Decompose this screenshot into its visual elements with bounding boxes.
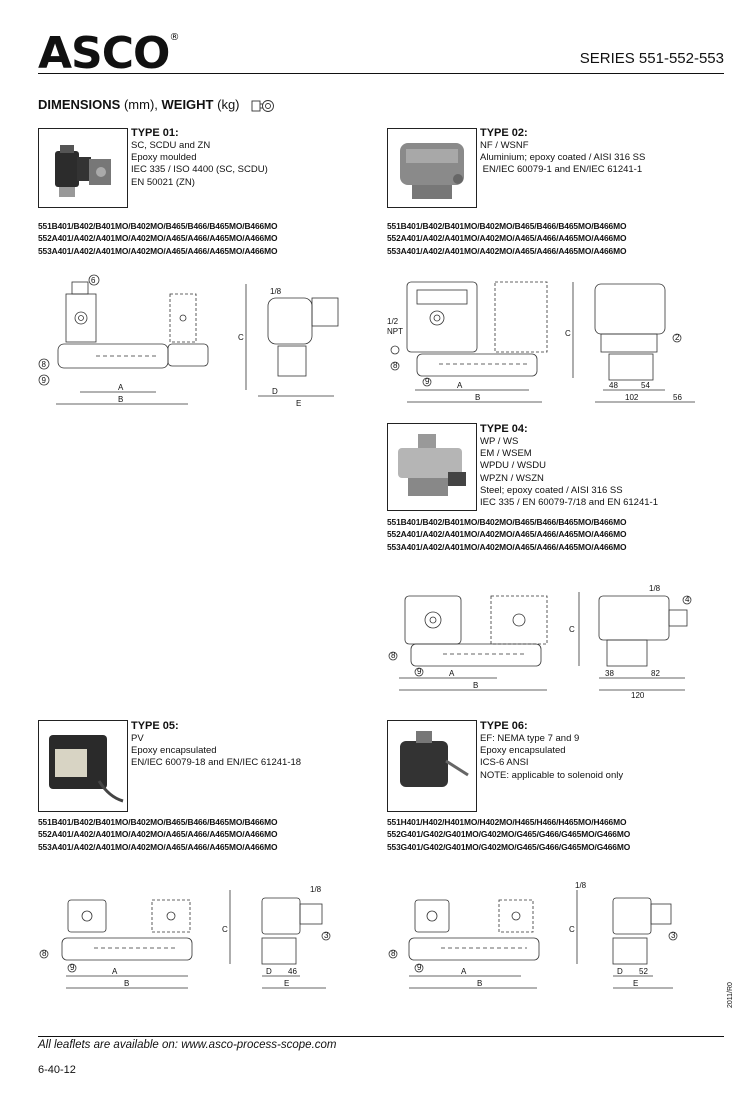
- footer-leaflets-link[interactable]: All leaflets are available on: www.asco-…: [38, 1039, 337, 1051]
- callout-9: 9: [425, 377, 430, 386]
- type-05-codes: 551B401/B402/B401MO/B402MO/B465/B466/B46…: [38, 817, 278, 852]
- dim-c: C: [222, 925, 228, 934]
- type-04-front-drawing: C 1/8 38 82 120 4: [569, 584, 692, 700]
- dim-b: B: [124, 979, 129, 988]
- callout-3: 3: [324, 931, 329, 940]
- type-06-codes: 551H401/H402/H401MO/H402MO/H465/H466/H46…: [387, 817, 631, 852]
- port-label: 1/8: [649, 584, 661, 593]
- dim-c: C: [569, 625, 575, 634]
- type-01-codes: 551B401/B402/B401MO/B402MO/B465/B466/B46…: [38, 221, 278, 256]
- solenoid-valve-image: [55, 145, 111, 197]
- callout-8: 8: [42, 949, 47, 958]
- dim-a: A: [461, 967, 467, 976]
- dim-d: D: [617, 967, 623, 976]
- type-05-front-drawing: C 1/8 D 46 E 3: [222, 885, 331, 989]
- dim-56: 56: [673, 393, 682, 402]
- section-title: DIMENSIONS (mm), WEIGHT (kg): [38, 97, 275, 113]
- type-04-text: TYPE 04: WP / WS EM / WSEM WPDU / WSDU W…: [480, 423, 725, 509]
- type-04-photo: [387, 423, 477, 511]
- type-01-title: TYPE 01:: [131, 127, 179, 139]
- type-01-side-drawing: A B 6 8 9: [38, 274, 209, 405]
- explosion-proof-valve-image: [400, 143, 464, 199]
- type-02-title: TYPE 02:: [480, 127, 528, 139]
- dim-b: B: [118, 395, 123, 404]
- dim-d: D: [266, 967, 272, 976]
- revision-code: 2011/R0: [727, 982, 734, 1008]
- dim-a: A: [449, 669, 455, 678]
- dim-82: 82: [651, 669, 660, 678]
- callout-6: 6: [91, 276, 96, 285]
- callout-8: 8: [393, 361, 398, 370]
- dim-38: 38: [605, 669, 614, 678]
- type-05-title: TYPE 05:: [131, 720, 179, 732]
- page-number: 6-40-12: [38, 1064, 76, 1076]
- series-title: SERIES 551-552-553: [579, 50, 724, 67]
- type-06-text: TYPE 06: EF: NEMA type 7 and 9 Epoxy enc…: [480, 720, 720, 782]
- type-04-codes: 551B401/B402/B401MO/B402MO/B465/B466/B46…: [387, 517, 627, 552]
- type-01-photo: [38, 128, 128, 208]
- dim-e: E: [296, 399, 301, 408]
- type-06-photo: [387, 720, 477, 812]
- dimension-icon: [251, 99, 275, 112]
- type-01-front-drawing: C D E 1/8: [238, 284, 339, 408]
- asco-logo: ASCO®: [38, 28, 179, 79]
- type-02-front-drawing: C 48 54 102 56 2: [565, 282, 695, 403]
- type-06-front-drawing: C 1/8 D 52 E 3: [569, 881, 678, 989]
- dim-c: C: [565, 329, 571, 338]
- dim-46: 46: [288, 967, 297, 976]
- weatherproof-valve-image: [398, 434, 466, 496]
- dim-a: A: [118, 383, 124, 392]
- port-label: 1/8: [270, 287, 282, 296]
- dim-b: B: [475, 393, 480, 402]
- callout-8: 8: [391, 949, 396, 958]
- type-06-title: TYPE 06:: [480, 720, 528, 732]
- dim-c: C: [569, 925, 575, 934]
- type-06-side-drawing: A B 8 9: [388, 899, 540, 989]
- dim-102: 102: [625, 393, 639, 402]
- dim-b: B: [473, 681, 478, 690]
- type-05-photo: [38, 720, 128, 812]
- type-02-side-drawing: 1/2 NPT A B 8 9: [387, 281, 548, 403]
- npt-size: 1/2: [387, 317, 399, 326]
- callout-9: 9: [417, 667, 422, 676]
- type-04-side-drawing: A B 8 9: [388, 595, 548, 691]
- type-02-text: TYPE 02: NF / WSNF Aluminium; epoxy coat…: [480, 127, 720, 177]
- type-01-text: TYPE 01: SC, SCDU and ZN Epoxy moulded I…: [131, 127, 361, 189]
- explosionproof-coil-image: [400, 731, 469, 787]
- callout-3: 3: [671, 931, 676, 940]
- dim-c: C: [238, 333, 244, 342]
- callout-9: 9: [70, 963, 75, 972]
- callout-2: 2: [675, 333, 680, 342]
- callout-4: 4: [685, 595, 690, 604]
- dim-d: D: [272, 387, 278, 396]
- port-label: 1/8: [310, 885, 322, 894]
- type-02-codes: 551B401/B402/B401MO/B402MO/B465/B466/B46…: [387, 221, 627, 256]
- footer-divider: [38, 1036, 724, 1037]
- dim-e: E: [633, 979, 638, 988]
- dim-a: A: [457, 381, 463, 390]
- type-04-title: TYPE 04:: [480, 423, 528, 435]
- encapsulated-coil-image: [49, 735, 124, 803]
- callout-9: 9: [42, 376, 47, 385]
- type-02-photo: [387, 128, 477, 208]
- callout-8: 8: [42, 360, 47, 369]
- dim-52: 52: [639, 967, 648, 976]
- dim-b: B: [477, 979, 482, 988]
- callout-8: 8: [391, 651, 396, 660]
- npt-label: NPT: [387, 327, 403, 336]
- dim-120: 120: [631, 691, 645, 700]
- callout-9: 9: [417, 963, 422, 972]
- dim-a: A: [112, 967, 118, 976]
- dim-48: 48: [609, 381, 618, 390]
- type-05-text: TYPE 05: PV Epoxy encapsulated EN/IEC 60…: [131, 720, 361, 770]
- type-05-side-drawing: A B 8 9: [39, 899, 193, 989]
- dim-e: E: [284, 979, 289, 988]
- header-divider: [38, 73, 724, 74]
- port-label: 1/8: [575, 881, 587, 890]
- dim-54: 54: [641, 381, 650, 390]
